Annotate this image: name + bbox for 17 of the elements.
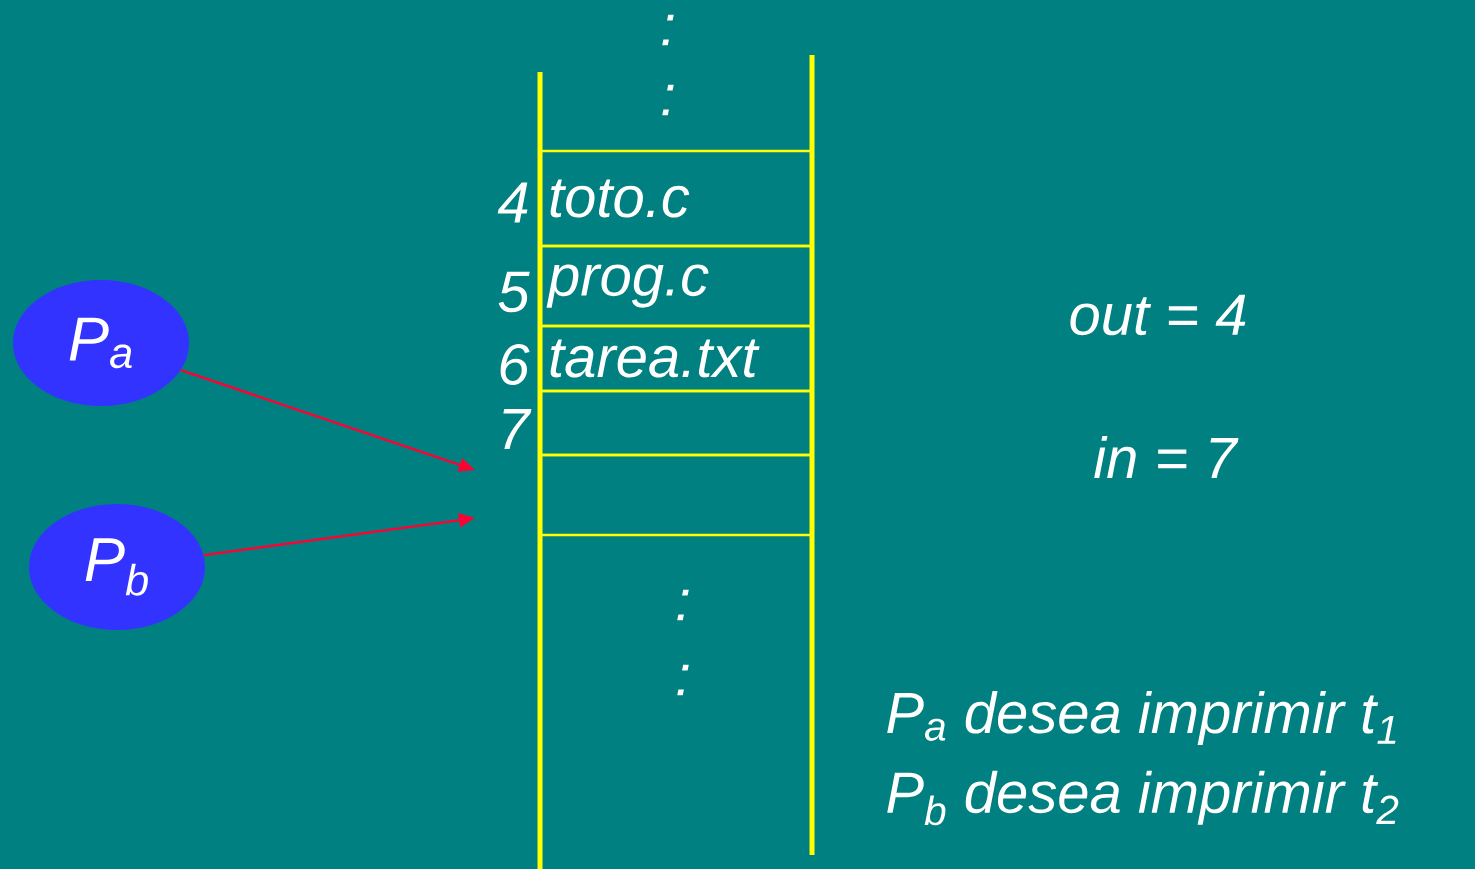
colon-dots: : [662,84,674,116]
queue-slot: toto.c [538,149,814,248]
colon-dots: : [662,14,674,46]
variable-value: out = 4 [1070,294,1246,336]
slot-number: 4 [497,182,528,223]
variable-value: in = 7 [1094,436,1239,478]
note-text: P$_{a}$ desea imprimir t$_{1}$ [887,690,1396,746]
slot-number: 6 [500,344,530,386]
slot-number: 5 [498,271,530,313]
queue-slot: tarea.txt [538,324,814,393]
note-text: P$_{b}$ desea imprimir t$_{2}$ [887,770,1399,826]
colon-dots: : [677,664,689,696]
queue-slot: prog.c [538,244,814,328]
empty-slot [538,389,814,457]
slot-number: 7 [503,409,532,449]
colon-dots: : [677,589,689,621]
empty-slot [538,453,814,537]
